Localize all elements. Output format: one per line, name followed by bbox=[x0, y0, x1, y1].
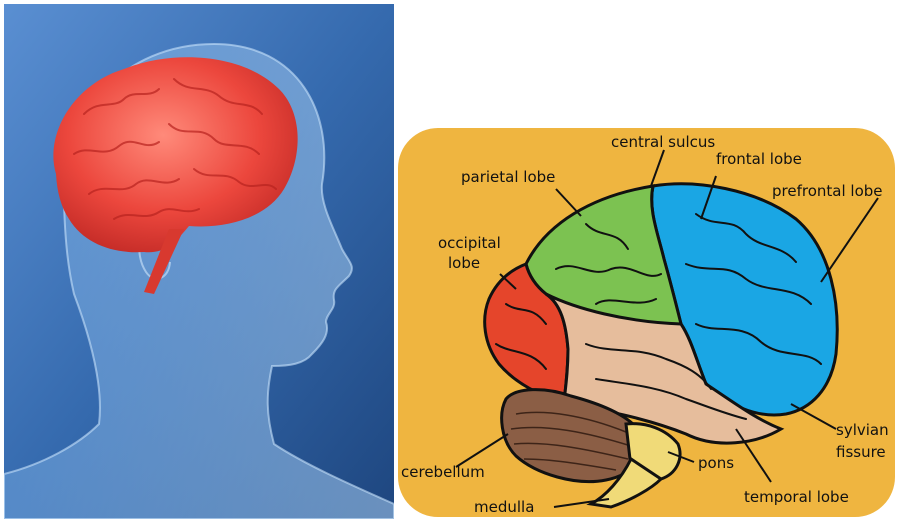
label-medulla: medulla bbox=[474, 498, 534, 516]
label-parietal-lobe: parietal lobe bbox=[461, 168, 555, 186]
label-sylvian-fissure-1: sylvian bbox=[836, 421, 889, 439]
label-central-sulcus: central sulcus bbox=[611, 133, 715, 151]
label-pons: pons bbox=[698, 454, 734, 472]
label-sylvian-fissure-2: fissure bbox=[836, 443, 886, 461]
label-cerebellum: cerebellum bbox=[401, 463, 485, 481]
label-temporal-lobe: temporal lobe bbox=[744, 488, 849, 506]
head-illustration bbox=[4, 4, 394, 519]
brain-diagram: central sulcus frontal lobe parietal lob… bbox=[396, 4, 897, 519]
label-occipital-lobe-1: occipital bbox=[438, 234, 501, 252]
label-frontal-lobe: frontal lobe bbox=[716, 150, 802, 168]
label-prefrontal-lobe: prefrontal lobe bbox=[772, 182, 883, 200]
label-occipital-lobe-2: lobe bbox=[448, 254, 480, 272]
